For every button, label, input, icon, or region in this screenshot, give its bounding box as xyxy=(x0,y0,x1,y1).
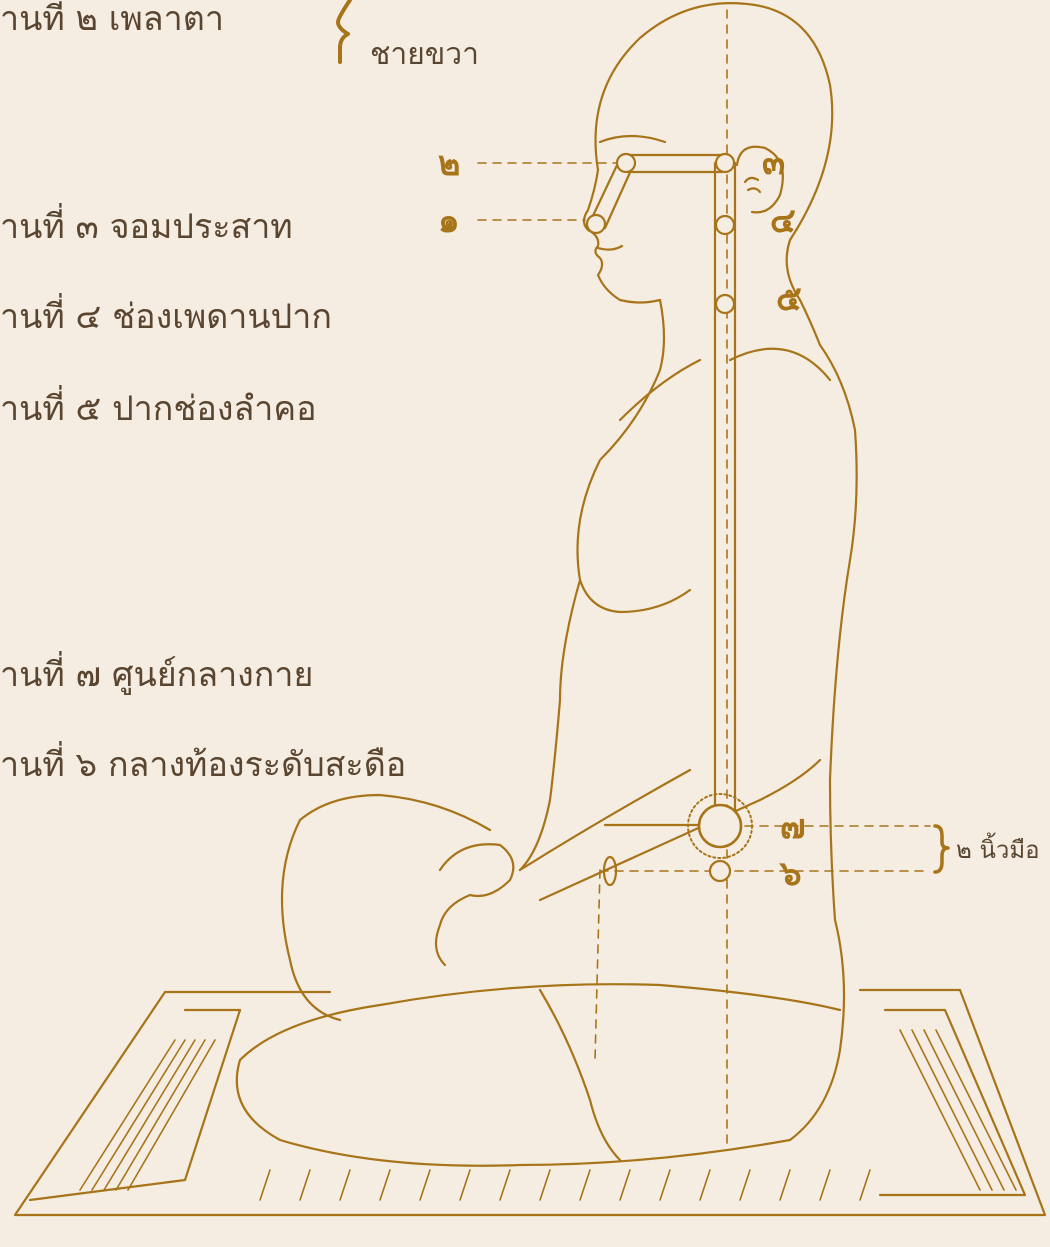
marker-2: ๒ xyxy=(438,144,460,184)
marker-7: ๗ xyxy=(780,807,806,847)
forearm-diag xyxy=(520,760,820,900)
foot xyxy=(540,990,620,1160)
point-3 xyxy=(716,154,734,172)
leg-front xyxy=(282,820,340,1020)
eyebrow xyxy=(600,136,665,142)
point-2 xyxy=(617,154,635,172)
lap-bottom xyxy=(237,1060,790,1166)
eye-channel xyxy=(628,155,722,172)
ear-inner xyxy=(745,178,760,192)
marker-6: ๖ xyxy=(778,854,802,894)
shoulder xyxy=(730,349,830,380)
point-5 xyxy=(716,295,734,313)
point-1 xyxy=(587,215,605,233)
point-4 xyxy=(716,216,734,234)
guide-vertical-lap xyxy=(595,870,600,1060)
marker-3: ๓ xyxy=(762,143,785,183)
mouth xyxy=(598,246,622,250)
point-7 xyxy=(699,805,741,847)
neck-front xyxy=(578,300,691,612)
marker-5: ๕ xyxy=(776,279,802,319)
mat-weave xyxy=(80,1030,1016,1200)
marker-1: ๑ xyxy=(438,201,460,241)
leg-knee xyxy=(300,795,490,830)
point-6 xyxy=(710,861,730,881)
back-line xyxy=(790,345,857,1140)
vertical-channel xyxy=(715,163,735,812)
brace-text: ชายขวา xyxy=(370,37,479,72)
mat-inner xyxy=(30,1010,1025,1200)
measure-note: ๒ นิ้วมือ xyxy=(956,832,1040,864)
hand xyxy=(436,844,513,965)
arm xyxy=(520,580,580,870)
curly-brace xyxy=(338,0,350,62)
measure-brace xyxy=(935,826,948,872)
lap xyxy=(240,984,840,1060)
marker-4: ๔ xyxy=(770,201,796,241)
